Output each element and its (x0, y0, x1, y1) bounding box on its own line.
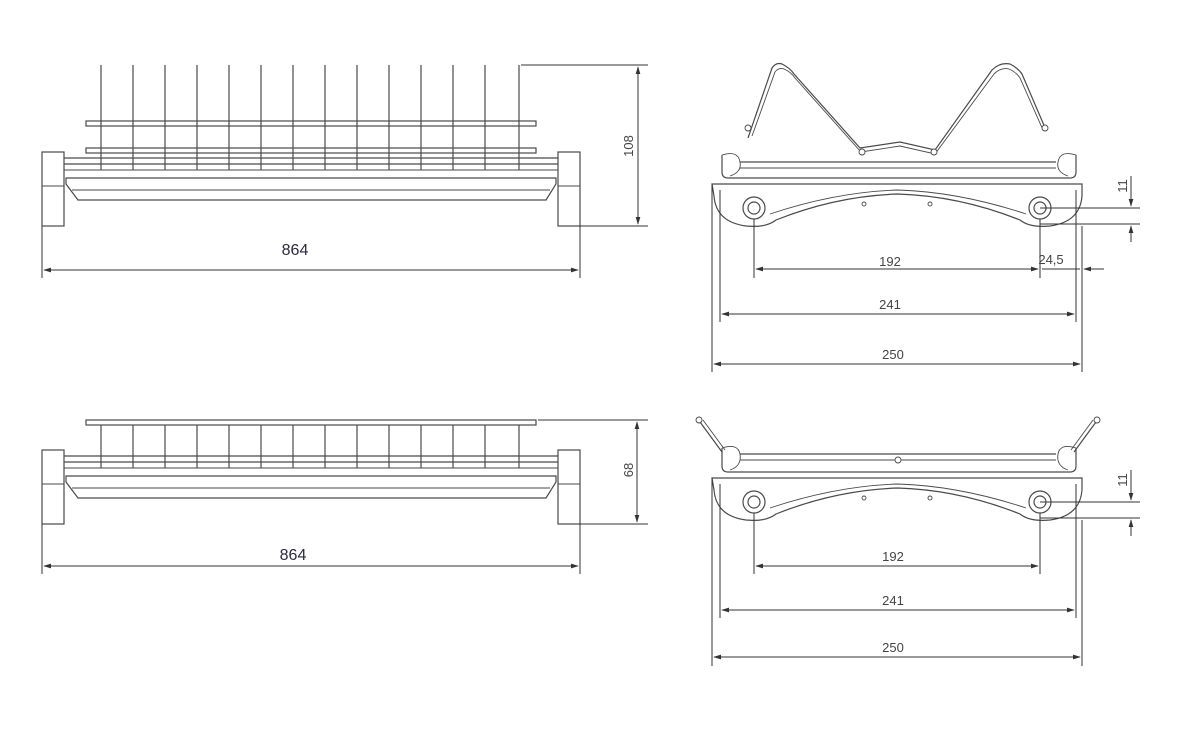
inner-label: 192 (882, 549, 904, 564)
front-view-low-rack: 864 68 (41, 419, 648, 574)
left-end-block (41, 449, 65, 525)
top-bar (85, 419, 537, 426)
upper-bar (85, 120, 537, 127)
bracket-body (711, 183, 1083, 227)
side-view-low-rack: 11 192 241 250 (695, 416, 1140, 666)
width-label: 864 (280, 547, 307, 564)
bracket-body (711, 477, 1083, 521)
left-end-block (41, 151, 65, 227)
mid-label: 241 (879, 297, 901, 312)
mid-label: 241 (882, 593, 904, 608)
lower-bar (85, 147, 537, 154)
wire-frame (747, 62, 1047, 151)
right-end-block (557, 151, 581, 227)
gap-label: 11 (1115, 473, 1130, 487)
inner-label: 192 (879, 254, 901, 269)
right-end-block (557, 449, 581, 525)
mounting-hole-left (742, 196, 766, 220)
width-label: 864 (282, 242, 309, 259)
side-view-tall-rack: 11 192 24,5 241 250 (711, 62, 1140, 372)
offset-label: 24,5 (1038, 252, 1063, 267)
vertical-wires (100, 65, 520, 170)
outer-label: 250 (882, 640, 904, 655)
front-view-tall-rack: 864 108 (41, 64, 648, 278)
mounting-hole-left (742, 490, 766, 514)
height-label: 108 (621, 135, 636, 157)
short-wires (100, 425, 520, 468)
gap-label: 11 (1115, 179, 1130, 193)
drip-tray (65, 475, 557, 499)
outer-label: 250 (882, 347, 904, 362)
drip-tray (65, 177, 557, 201)
height-label: 68 (621, 463, 636, 477)
